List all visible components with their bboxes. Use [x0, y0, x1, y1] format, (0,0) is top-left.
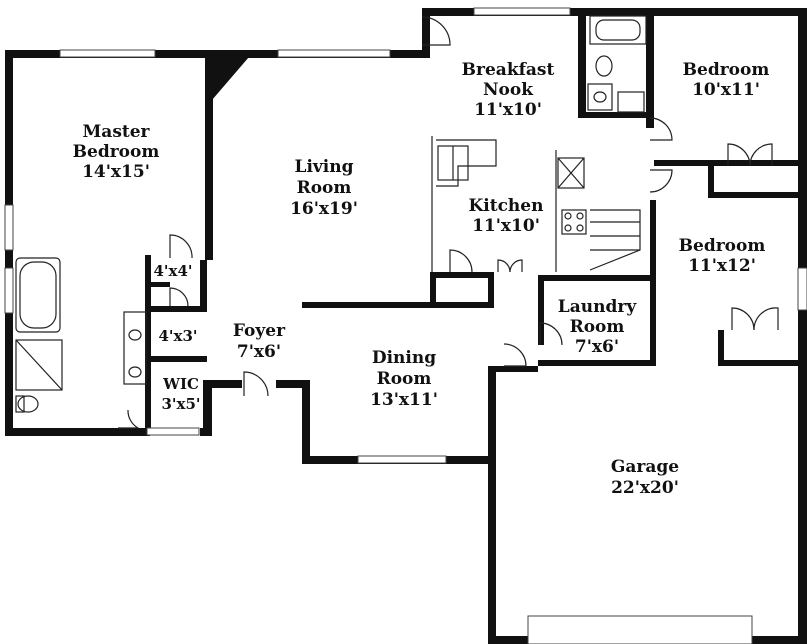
foyer-size: 7'x6' — [237, 342, 281, 362]
laundry-room-size: 7'x6' — [575, 337, 619, 357]
bedroom-2-label: Bedroom — [679, 236, 766, 256]
kitchen-label: Kitchen — [469, 196, 544, 216]
breakfast-nook-size: 11'x10' — [474, 100, 542, 120]
dining-room-label: Dining — [372, 348, 436, 368]
garage-size: 22'x20' — [611, 478, 679, 498]
foyer-label: Foyer — [233, 321, 286, 341]
master-bedroom-label-2: Bedroom — [73, 142, 160, 162]
windows — [4, 7, 807, 644]
wic-size: 3'x5' — [161, 395, 200, 413]
living-room-label: Living — [295, 157, 354, 177]
breakfast-nook-label-2: Nook — [483, 80, 534, 100]
fixtures — [15, 15, 647, 413]
doors — [118, 16, 779, 429]
bedroom-1-label: Bedroom — [683, 60, 770, 80]
breakfast-nook-label: Breakfast — [462, 60, 555, 80]
living-room-size: 16'x19' — [290, 199, 358, 219]
wic-label: WIC — [162, 375, 199, 393]
kitchen-size: 11'x10' — [472, 216, 540, 236]
closet-4x3-label: 4'x3' — [158, 327, 197, 345]
bedroom-2-size: 11'x12' — [688, 256, 756, 276]
closet-4x4-label: 4'x4' — [153, 262, 192, 280]
dining-room-size: 13'x11' — [370, 390, 438, 410]
laundry-room-label: Laundry — [558, 297, 638, 317]
room-labels: Master Bedroom 14'x15' Living Room 16'x1… — [73, 60, 770, 498]
master-bedroom-label: Master — [82, 122, 150, 142]
dining-room-label-2: Room — [377, 369, 432, 389]
garage-label: Garage — [611, 457, 679, 477]
master-bedroom-size: 14'x15' — [82, 162, 150, 182]
laundry-room-label-2: Room — [570, 317, 625, 337]
walls — [5, 8, 807, 644]
bedroom-1-size: 10'x11' — [692, 80, 760, 100]
living-room-label-2: Room — [297, 178, 352, 198]
